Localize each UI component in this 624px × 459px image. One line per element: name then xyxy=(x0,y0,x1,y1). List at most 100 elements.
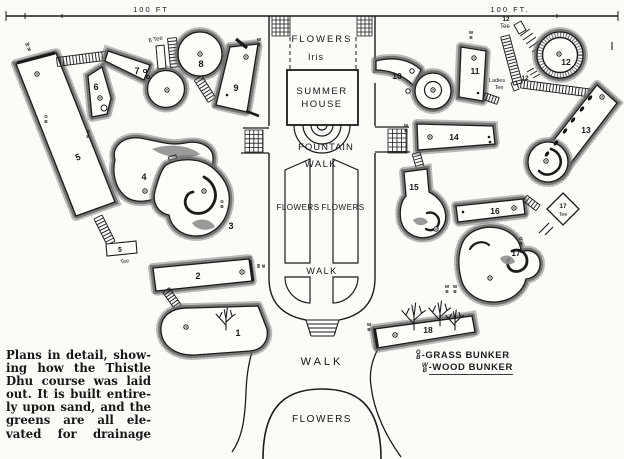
gb-mark-3-letter: B xyxy=(220,204,224,209)
hole-14-number: 14 xyxy=(449,132,459,142)
summer-house xyxy=(286,69,359,126)
cup-7-dot xyxy=(166,89,168,91)
gb-mark-5b-letter: G xyxy=(86,129,90,134)
gb-mark-3: GB xyxy=(220,199,224,209)
gb-mark-5a: GB xyxy=(44,114,48,124)
abbr-top: G xyxy=(416,349,421,356)
steps-12tee-ladies xyxy=(500,34,523,86)
hole-17-number: 17 xyxy=(512,249,521,258)
label-walk-plaza: WALK xyxy=(301,356,344,368)
wb-mark-17: WB xyxy=(453,284,458,294)
gb-mark-17-letter: B xyxy=(519,241,523,246)
curl-15 xyxy=(424,211,441,232)
walk-wall-lower-left xyxy=(268,153,307,321)
caption-line: greens are all ele- xyxy=(6,413,151,428)
steps-11 xyxy=(482,92,500,105)
hole-13-number: 13 xyxy=(581,125,591,135)
wood-bunker-abbr: W B xyxy=(422,363,428,374)
cup-6-dot xyxy=(99,97,101,99)
curl-3 xyxy=(183,175,217,215)
cup-1-dot xyxy=(185,326,187,328)
sand-15 xyxy=(413,217,428,226)
path-17tee xyxy=(538,222,554,236)
plank-13a xyxy=(544,151,550,157)
dot-16 xyxy=(461,210,465,214)
scale-ticks xyxy=(5,11,619,21)
sand-17 xyxy=(500,255,515,265)
cup-13b-dot xyxy=(545,160,547,162)
ring-10 xyxy=(423,80,443,100)
gb-mark-17-letter: G xyxy=(519,236,523,241)
center-steps xyxy=(305,319,340,337)
tee-5-box xyxy=(105,240,138,257)
cup-10-dot xyxy=(432,89,434,91)
wb-mark-18b-letter: B xyxy=(445,289,449,294)
label-iris: Iris xyxy=(308,52,324,62)
tree-hole-1 xyxy=(215,307,236,331)
caption-line: Dhu course was laid xyxy=(6,374,151,389)
gb-mark-5a-letter: G xyxy=(44,114,48,119)
label-flowers-bottom: FLOWERS xyxy=(292,414,352,425)
label-12-direction: 12 xyxy=(521,75,529,82)
cup-13a-dot xyxy=(601,96,603,98)
walk-wall-lower-right xyxy=(338,153,376,321)
hole-8-number: 8 xyxy=(198,59,203,70)
legend-grass-bunker: G B -GRASS BUNKER xyxy=(416,349,513,362)
tee-5-label: Tee xyxy=(120,258,130,265)
wb-mark-5-letter: W xyxy=(25,41,31,47)
wb-mark-18b-letter: W xyxy=(445,284,450,289)
dot-14b xyxy=(488,140,492,144)
tee-8-label: 8 Tee xyxy=(148,35,164,44)
cup-2-dot xyxy=(241,271,243,273)
wb-mark-9-letter: W xyxy=(257,37,262,42)
ring-6 xyxy=(100,104,108,112)
hole-4-number: 4 xyxy=(141,172,146,182)
wood-bunker-bar-9b xyxy=(245,109,260,118)
legend-wood-label: -WOOD BUNKER xyxy=(428,362,513,375)
gb-mark-5b: GB xyxy=(86,129,90,139)
tee-12-label-2: Tee xyxy=(500,24,510,30)
plank-13f xyxy=(587,95,593,101)
plank-13c xyxy=(562,128,568,134)
cup-4-dot xyxy=(144,190,146,192)
abbr-bottom: B xyxy=(416,354,421,361)
hole-6-number: 6 xyxy=(93,82,98,92)
wood-bunker-bar-9 xyxy=(234,37,249,50)
wb-mark-17-letter: W xyxy=(453,284,458,289)
wb-mark-11-letter: W xyxy=(469,30,474,35)
wb-mark-11: WB xyxy=(469,30,474,40)
label-summer-house: SUMMER xyxy=(296,86,347,97)
ladies-tee-label-2: Tee xyxy=(495,85,504,91)
caption-block: Plans in detail, show- ing how the Thist… xyxy=(6,348,151,441)
tee-8-box xyxy=(155,44,167,70)
legend-grass-label: -GRASS BUNKER xyxy=(421,350,510,361)
flowers-dome xyxy=(262,388,382,459)
wb-mark-18a-letter: B xyxy=(367,327,371,332)
hole-9-number: 9 xyxy=(233,83,238,93)
hole-16-green xyxy=(455,198,526,223)
tree-18b xyxy=(428,300,452,327)
bunker-legend: G B -GRASS BUNKER W B -WOOD BUNKER xyxy=(416,350,513,376)
hatch-walk-left xyxy=(244,129,264,154)
tee-17-label: 17 xyxy=(559,203,567,210)
label-flowers-bed-left: FLOWERS xyxy=(276,203,319,212)
gb-mark-3-letter: G xyxy=(220,199,224,204)
cup-12-dot xyxy=(558,53,560,55)
wb-mark-9: WB xyxy=(257,37,262,47)
wb-mark-14-letter: W xyxy=(404,123,409,128)
grass-bunker-abbr: G B xyxy=(416,349,421,361)
wb-mark-14-letter: B xyxy=(404,128,408,133)
hole-12-number: 12 xyxy=(561,57,571,67)
hole-7-number: 7 xyxy=(134,66,139,76)
label-flowers-bed-right: FLOWERS xyxy=(321,203,364,212)
hole-10-number: 10 xyxy=(392,71,402,81)
hole-7-arm xyxy=(104,50,151,81)
caption-line: ing how the Thistle xyxy=(6,361,151,376)
caption-line: Plans in detail, show- xyxy=(6,348,151,362)
cup-9-dot xyxy=(245,56,247,58)
hole-15-green xyxy=(399,168,447,239)
hole-15-number: 15 xyxy=(409,182,419,192)
tee-17-label-2: Tee xyxy=(559,212,568,218)
dot-7b xyxy=(145,74,151,80)
